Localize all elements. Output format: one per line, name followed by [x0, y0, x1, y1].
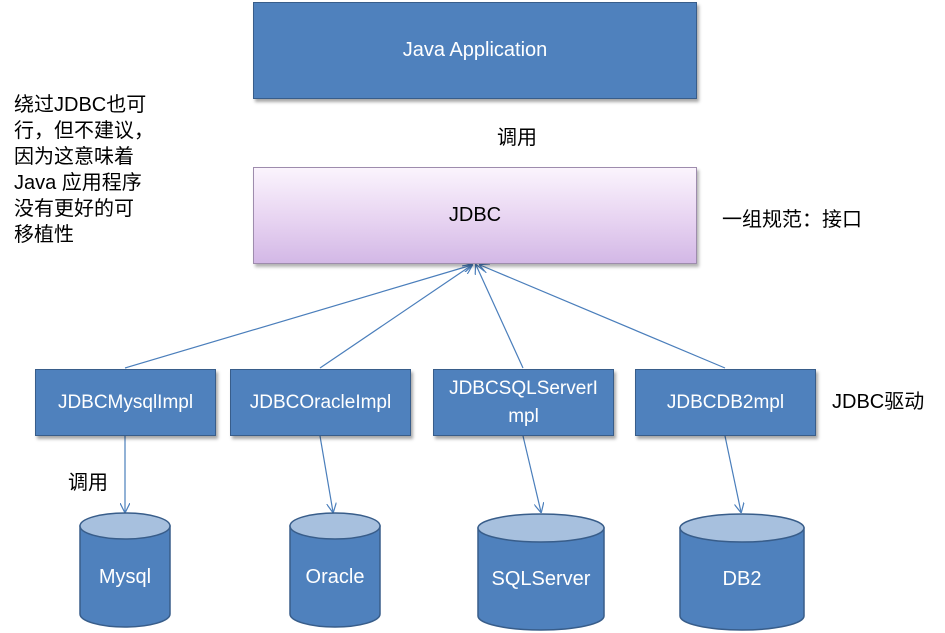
database-cylinder-sqlserver: [477, 513, 605, 631]
database-label-oracle: Oracle: [305, 566, 365, 588]
arrow-db2-to-db: [724, 435, 741, 512]
bypass-note-line: 没有更好的可: [14, 198, 134, 220]
jdbc-label: JDBC: [448, 204, 502, 226]
database-label-db2: DB2: [722, 568, 762, 590]
arrow-db2-to-jdbc: [480, 265, 726, 369]
arrow-mysql-to-jdbc: [124, 265, 472, 369]
database-label-mysql: Mysql: [98, 566, 152, 588]
interface-note: 一组规范：接口: [722, 209, 862, 231]
arrow-oracle-to-db: [319, 435, 333, 512]
database-label-sqlserver: SQLServer: [491, 568, 591, 590]
java-application-label: Java Application: [402, 39, 548, 61]
driver-label: JDBCDB2mpl: [666, 391, 785, 413]
arrow-sqlserver-to-db: [522, 435, 541, 512]
call-label-top: 调用: [497, 127, 537, 149]
arrow-sqlserver-to-jdbc: [476, 265, 524, 369]
driver-box-sqlserver: JDBCSQLServerImpl: [433, 369, 614, 436]
database-cylinder-mysql: [79, 512, 171, 628]
bypass-note-line: 因为这意味着: [14, 146, 134, 168]
driver-box-db2: JDBCDB2mpl: [635, 369, 816, 436]
driver-box-mysql: JDBCMysqlImpl: [35, 369, 216, 436]
bypass-note-line: 绕过JDBC也可: [14, 94, 147, 116]
driver-label: JDBCOracleImpl: [249, 391, 392, 413]
database-cylinder-db2: [679, 513, 805, 631]
driver-label: JDBCSQLServerImpl: [449, 377, 598, 427]
driver-note: JDBC驱动: [832, 391, 925, 413]
bypass-note-line: 行，但不建议，: [14, 120, 154, 142]
bypass-note-line: Java 应用程序: [14, 172, 142, 194]
arrow-oracle-to-jdbc: [319, 265, 472, 369]
driver-box-oracle: JDBCOracleImpl: [230, 369, 411, 436]
call-label-bottom: 调用: [68, 472, 108, 494]
java-application-box: Java Application: [253, 2, 697, 99]
driver-label: JDBCMysqlImpl: [57, 391, 194, 413]
bypass-note-line: 移植性: [14, 224, 74, 246]
database-cylinder-oracle: [289, 512, 381, 628]
jdbc-box: JDBC: [253, 167, 697, 264]
bypass-note: 绕过JDBC也可 行，但不建议， 因为这意味着 Java 应用程序 没有更好的可…: [14, 92, 154, 248]
